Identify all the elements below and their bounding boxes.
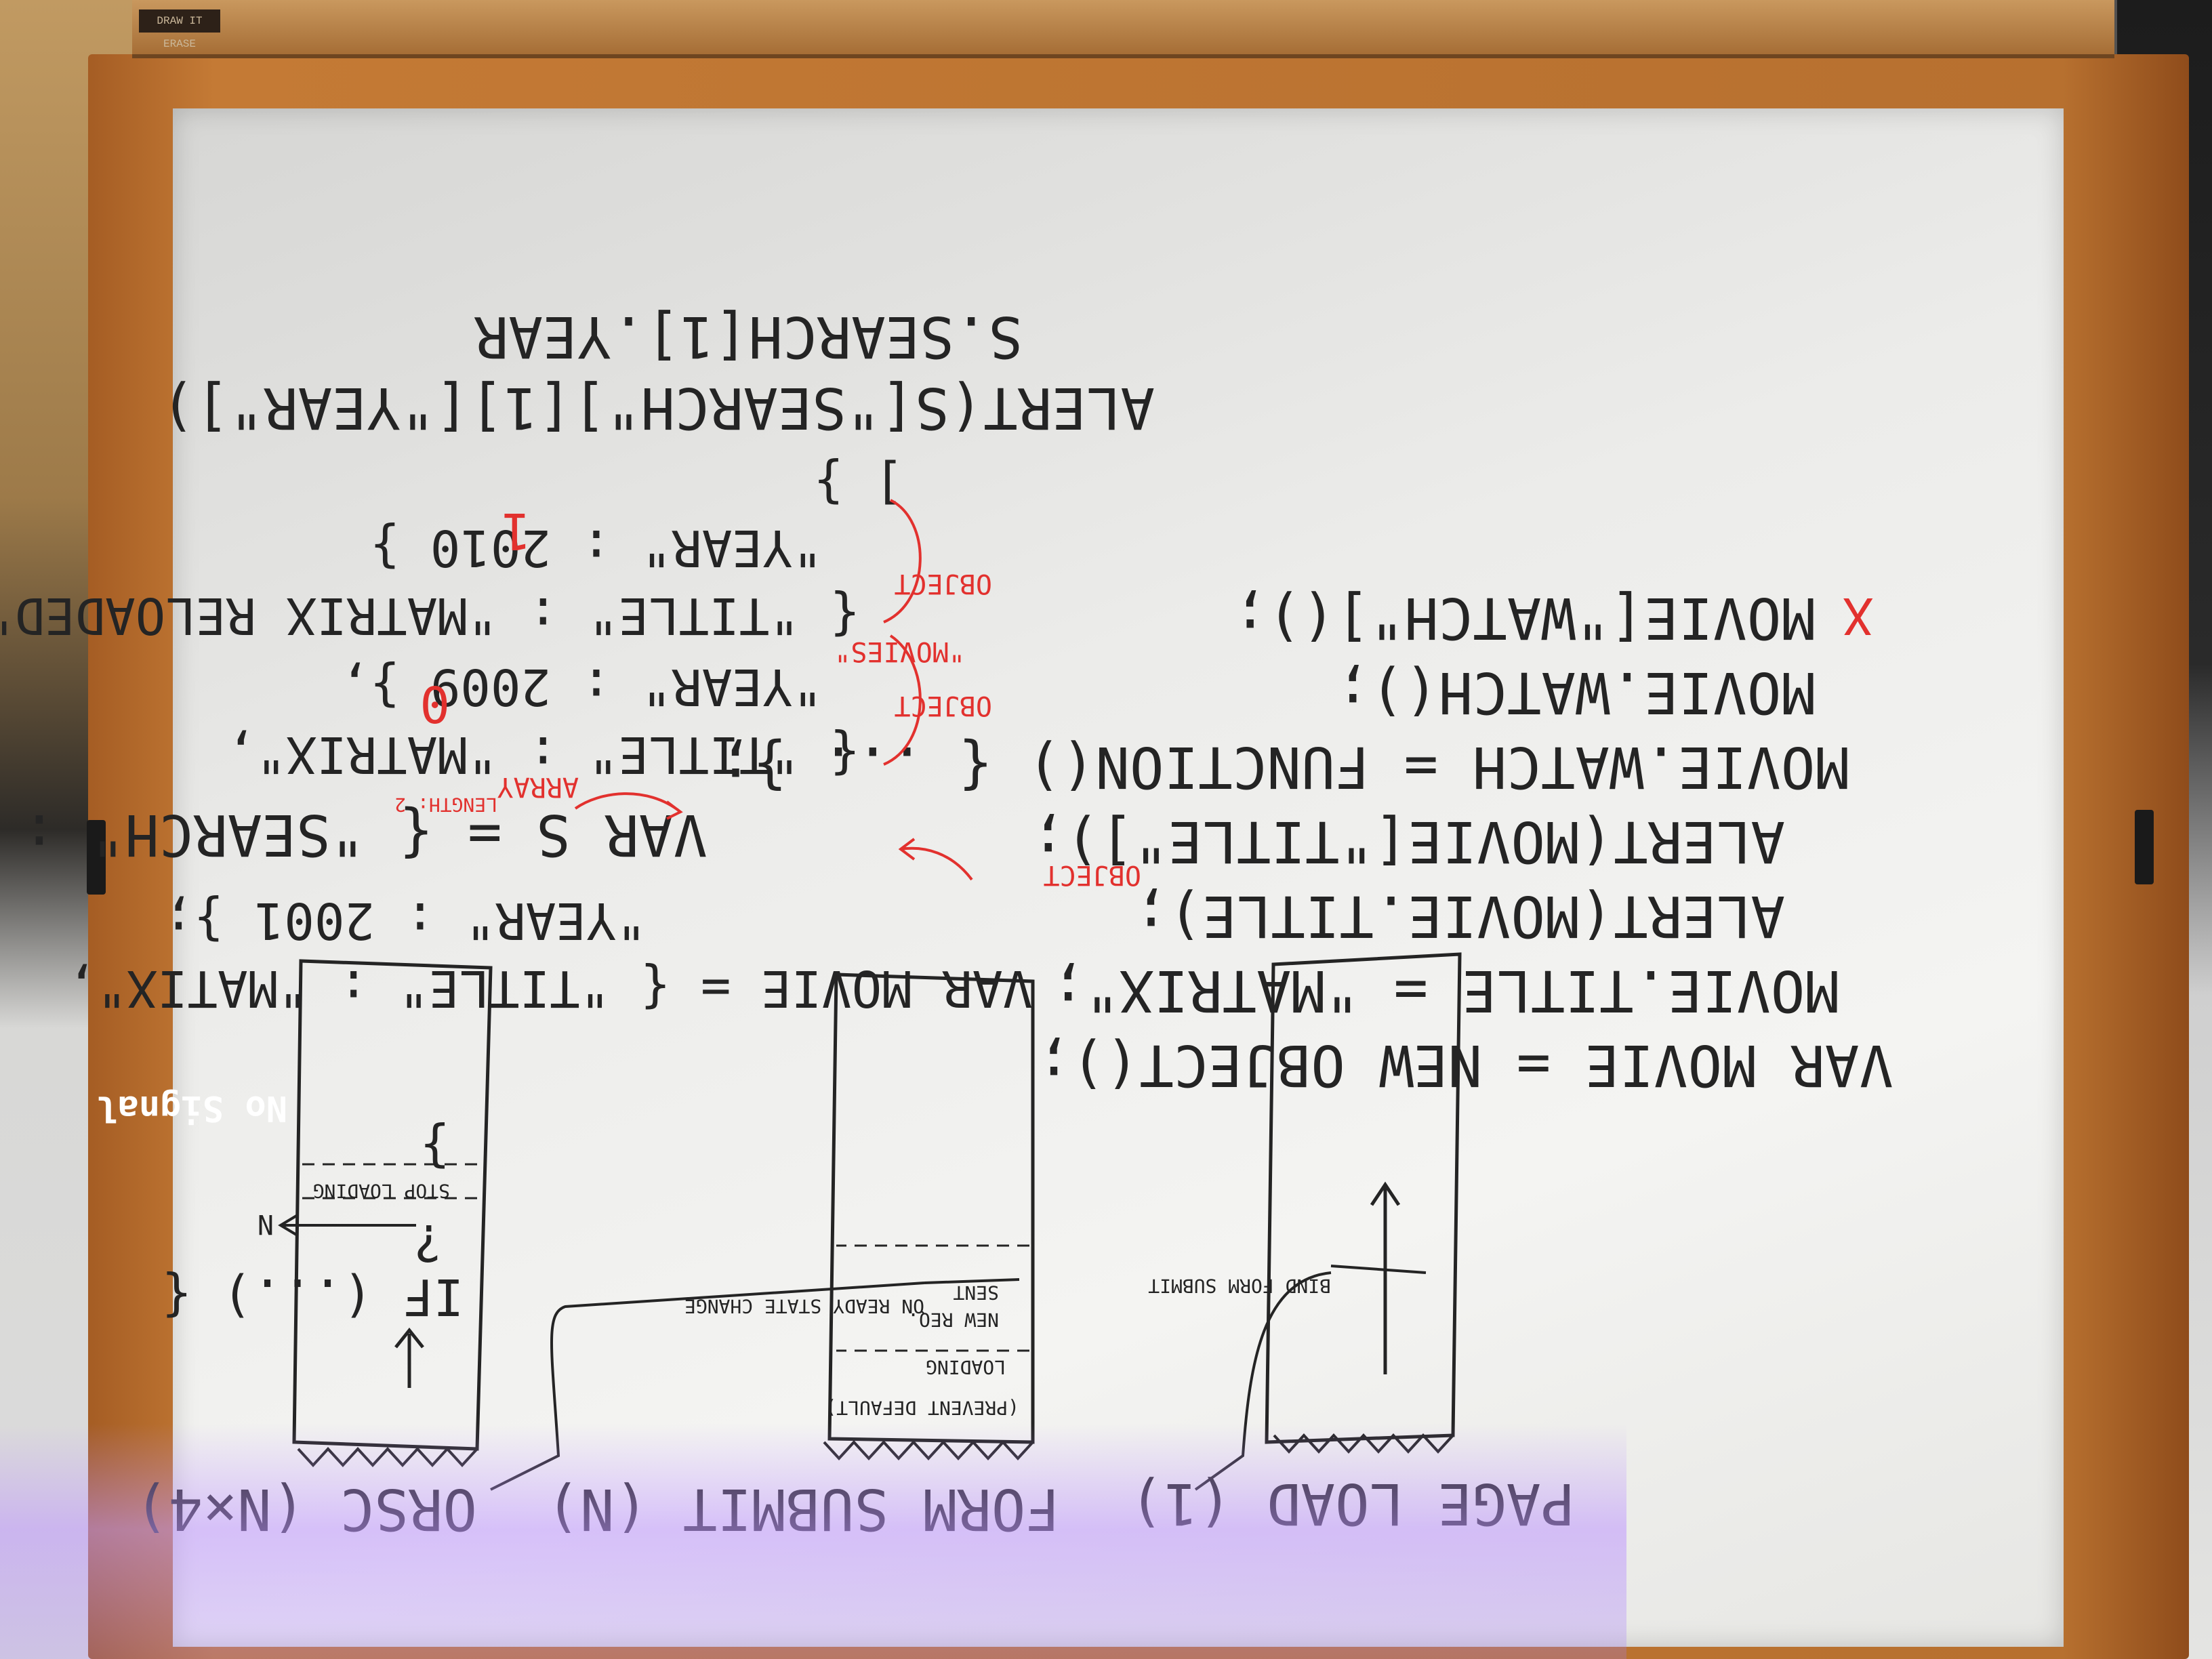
code-line-3: ALERT(MOVIE.TITLE); <box>1134 883 1785 949</box>
json-line-6: ] } <box>813 454 904 512</box>
right-hinge <box>2135 810 2154 884</box>
whiteboard-surface <box>173 108 2064 1647</box>
annotation-movies: "MOVIES" <box>834 636 965 667</box>
code-line-2: MOVIE.TITLE = "MATRIX"; <box>1051 958 1839 1024</box>
brand-label: DRAW IT ERASE <box>139 9 220 50</box>
annotation-object-a: OBJECT <box>895 690 993 721</box>
code-line-4: ALERT(MOVIE["TITLE"]); <box>1031 808 1785 875</box>
form-submit-step-4: SENT <box>953 1282 999 1304</box>
annotation-index-1: 1 <box>501 501 531 560</box>
code-line-6: MOVIE.WATCH(); <box>1336 659 1816 726</box>
json-line-2: { "TITLE" : "MATRIX", <box>226 725 860 783</box>
code-line-5: MOVIE.WATCH = FUNCTION() { ... }; <box>718 734 1849 800</box>
annotation-index-0: 0 <box>419 674 450 733</box>
orsc-label: ORSC (N×4) <box>134 1476 477 1542</box>
literal-line-2: "YEAR" : 2001 }; <box>163 891 647 949</box>
json-line-8: S.SEARCH[1].YEAR <box>474 304 1023 370</box>
code-object-literal: VAR MOVIE = { "TITLE" : "MATIX", "YEAR" … <box>66 891 1033 1017</box>
orsc-arrow-note: N <box>258 1208 274 1240</box>
page-load-label: PAGE LOAD (1) <box>1130 1471 1575 1537</box>
json-line-3: "YEAR" : 2009 }, <box>340 657 823 716</box>
error-mark: X <box>1843 586 1873 644</box>
form-submit-arrow-note: ON READY STATE CHANGE <box>684 1295 924 1317</box>
code-line-1: VAR MOVIE = NEW OBJECT(); <box>1037 1032 1893 1099</box>
form-submit-step-2: LOADING <box>926 1356 1006 1378</box>
code-object-notation: VAR MOVIE = NEW OBJECT(); MOVIE.TITLE = … <box>718 585 1893 1099</box>
annotation-length: LENGTH: 2 <box>394 794 497 816</box>
form-submit-step-3: NEW REQ. <box>907 1309 999 1331</box>
red-annotations: OBJECT ARRAY LENGTH: 2 0 OBJECT "MOVIES"… <box>394 499 1142 890</box>
orsc-if: IF (...) { <box>161 1267 464 1326</box>
json-line-4: { "TITLE" : "MATRIX RELOADED", <box>0 586 860 644</box>
code-json: VAR S = { "SEARCH" : [ { "TITLE" : "MATR… <box>0 304 1155 868</box>
left-hinge <box>87 820 106 895</box>
orsc-question: ? <box>413 1213 443 1271</box>
marker-tray: DRAW IT ERASE <box>132 0 2114 58</box>
annotation-array: ARRAY <box>497 771 579 802</box>
annotation-object-b: OBJECT <box>895 568 993 599</box>
annotation-object-top: OBJECT <box>1044 859 1142 890</box>
json-line-5: "YEAR" : 2010 } <box>370 518 823 577</box>
orsc-close: } <box>419 1118 450 1176</box>
literal-line-1: VAR MOVIE = { "TITLE" : "MATIX", <box>66 959 1033 1017</box>
page-load-arrow-note: BIND FORM SUBMIT <box>1148 1275 1331 1297</box>
projection-text: No Signal <box>96 1088 287 1128</box>
form-submit-label: FORM SUBMIT (N) <box>546 1476 1060 1542</box>
code-line-7: MOVIE["WATCH"](); <box>1233 585 1816 651</box>
form-submit-step-1: (PREVENT DEFAULT) <box>825 1397 1019 1419</box>
diagram-orsc: ORSC (N×4) IF (...) { ? STOP LOADING } N <box>134 959 925 1542</box>
json-line-7: ALERT(S["SEARCH"][1]["YEAR"]) <box>161 375 1155 441</box>
json-line-1: VAR S = { "SEARCH" : [ <box>0 802 708 868</box>
